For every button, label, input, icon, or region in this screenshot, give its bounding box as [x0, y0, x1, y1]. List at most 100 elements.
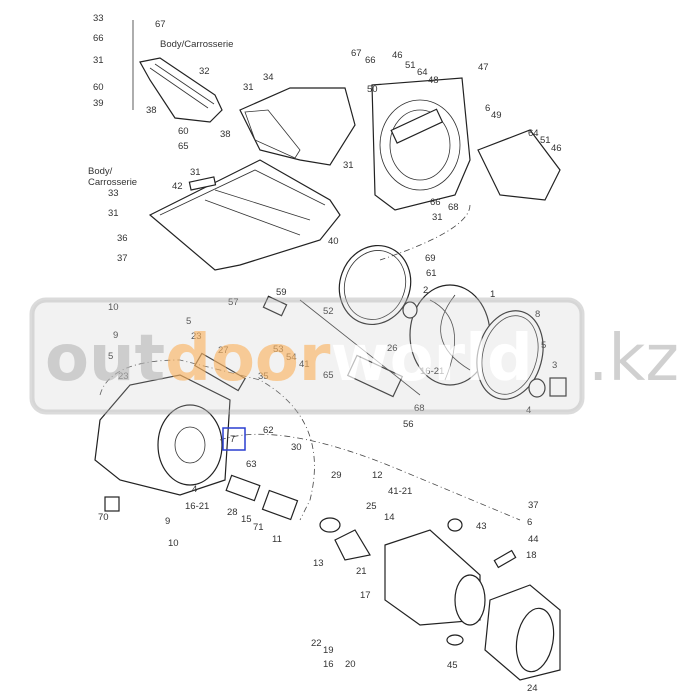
- callout-label: 42: [172, 181, 183, 192]
- callout-label: 30: [291, 442, 302, 453]
- callout-label: 16: [323, 659, 334, 670]
- callout-label: 37: [117, 253, 128, 264]
- watermark-text-world: world: [330, 322, 532, 396]
- callout-label: 12: [372, 470, 383, 481]
- callout-label: 33: [93, 13, 104, 24]
- callout-label: 62: [263, 425, 274, 436]
- driveshaft-52: [194, 295, 421, 398]
- callout-label: 26: [387, 343, 398, 354]
- callout-label: 6: [527, 517, 532, 528]
- callout-label: 31: [190, 167, 201, 178]
- callout-label: 21: [356, 566, 367, 577]
- callout-label: 41: [299, 359, 310, 370]
- callout-label: 44: [528, 534, 539, 545]
- ring-69: [338, 244, 412, 326]
- callout-label: 5: [108, 351, 113, 362]
- callout-label: 48: [428, 75, 439, 86]
- callout-label: 71: [253, 522, 264, 533]
- callout-label: 41-21: [388, 486, 412, 497]
- callout-label: 10: [168, 538, 179, 549]
- callout-label: 66: [430, 197, 441, 208]
- callout-label: 31: [432, 212, 443, 223]
- callout-label: 11: [272, 534, 282, 545]
- callout-label: 6: [485, 103, 490, 114]
- watermark-suffix: .kz: [588, 322, 679, 396]
- callout-label: 56: [403, 419, 414, 430]
- callout-label: 22: [311, 638, 322, 649]
- callout-label: 38: [146, 105, 157, 116]
- callout-label: 54: [286, 352, 297, 363]
- callout-label: 24: [527, 683, 538, 694]
- callout-label: 35: [258, 371, 269, 382]
- callout-label: 46: [392, 50, 403, 61]
- callout-label: 40: [328, 236, 339, 247]
- nozzle-24: [484, 549, 561, 681]
- callout-label: 8: [535, 309, 540, 320]
- callout-label: 57: [228, 297, 239, 308]
- callout-label: 3: [552, 360, 557, 371]
- callout-label: 68: [414, 403, 425, 414]
- callout-label: 31: [243, 82, 254, 93]
- callout-label: 32: [199, 66, 210, 77]
- callout-label: 61: [426, 268, 437, 279]
- callout-label: 52: [323, 306, 334, 317]
- venturi-17: [319, 517, 486, 646]
- callout-label: 9: [165, 516, 170, 527]
- callout-label: Carrosserie: [88, 177, 137, 188]
- callout-label: Body/Carrosserie: [160, 39, 233, 50]
- callout-label: 13: [313, 558, 324, 569]
- callout-label: 63: [246, 459, 257, 470]
- callout-label: 1: [490, 289, 495, 300]
- callout-label: 68: [448, 202, 459, 213]
- callout-label: 4: [192, 484, 197, 495]
- callout-label: 45: [447, 660, 458, 671]
- callout-label: 51: [540, 135, 551, 146]
- callout-label: 16-21: [185, 501, 209, 512]
- watermark: outdoorworld .kz: [29, 297, 679, 415]
- callout-label: 51: [405, 60, 416, 71]
- callout-label: 2: [423, 285, 428, 296]
- callout-label: Body/: [88, 166, 113, 177]
- callout-label: 5: [541, 340, 546, 351]
- svg-text:outdoorworld: outdoorworld: [45, 322, 533, 396]
- callout-label: 69: [425, 253, 436, 264]
- housing-47: [371, 77, 561, 211]
- callout-label: 60: [93, 82, 104, 93]
- callout-label: 23: [191, 331, 202, 342]
- callout-label: 25: [366, 501, 377, 512]
- pump-housing: [94, 374, 299, 521]
- callout-label: 67: [155, 19, 166, 30]
- callout-label: 19: [323, 645, 334, 656]
- callout-label: 43: [476, 521, 487, 532]
- callout-label: 65: [323, 370, 334, 381]
- assembly-line: [99, 359, 315, 521]
- callout-label: 60: [178, 126, 189, 137]
- callout-label: 64: [417, 67, 428, 78]
- callout-label: 59: [276, 287, 287, 298]
- callout-label: 29: [331, 470, 342, 481]
- callout-label: 33: [108, 188, 119, 199]
- callout-label: 4: [526, 405, 531, 416]
- callout-label: 36: [117, 233, 128, 244]
- callout-label: 38: [220, 129, 231, 140]
- bracket-32: [132, 20, 223, 123]
- callout-label: 46: [551, 143, 562, 154]
- callout-label: 53: [273, 344, 284, 355]
- callout-label: 7: [230, 434, 235, 445]
- callout-label: 5: [186, 316, 191, 327]
- callout-label: 37: [528, 500, 539, 511]
- callout-label: 49: [491, 110, 502, 121]
- assembly-line: [379, 204, 471, 261]
- callout-label: 67: [351, 48, 362, 59]
- highlighted-part-7-box[interactable]: [222, 427, 246, 451]
- callout-label: 10: [108, 302, 119, 313]
- callout-label: 27: [218, 345, 229, 356]
- callout-label: 31: [343, 160, 354, 171]
- callout-label: 23: [118, 371, 129, 382]
- wear-ring-8: [476, 310, 567, 400]
- callout-label: 31: [108, 208, 119, 219]
- callout-label: 47: [478, 62, 489, 73]
- callout-label: 31: [93, 55, 104, 66]
